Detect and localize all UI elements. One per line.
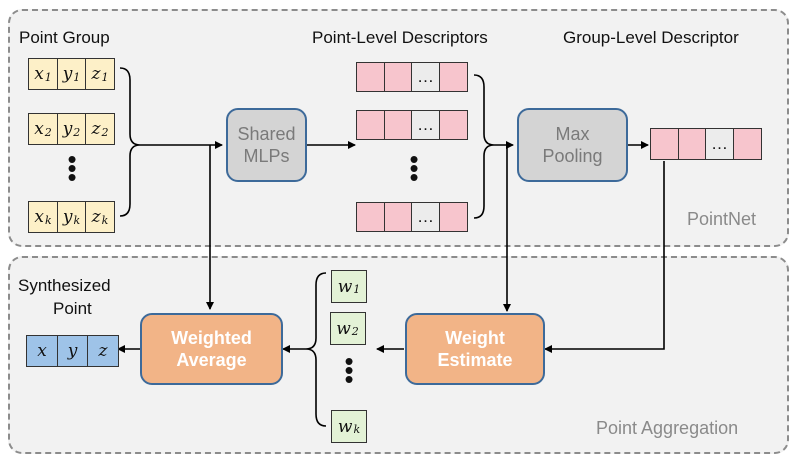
synth-z: z [87, 335, 119, 367]
descriptors-brace [473, 74, 495, 219]
descriptor-row-k: … [356, 202, 468, 232]
synthesized-point-label-line1: Synthesized [18, 276, 111, 295]
synthesized-point-label-line2: Point [53, 299, 92, 318]
synth-x: x [26, 335, 58, 367]
descriptor-cell [356, 202, 385, 232]
descriptor-ellipsis: … [411, 110, 440, 140]
max-pooling-line1: Max [555, 124, 590, 144]
shared-mlps-line2: MLPs [243, 146, 290, 166]
group-descriptor-cell [732, 128, 762, 160]
weighted-average-block: Weighted Average [140, 313, 283, 385]
descriptor-cell [356, 62, 385, 92]
descriptor-cell [438, 62, 468, 92]
descriptor-cell [383, 110, 413, 140]
arrow-group-descriptor-to-weight-estimate [544, 161, 665, 353]
weighted-average-line2: Average [176, 350, 247, 370]
point-aggregation-panel-label: Point Aggregation [596, 418, 739, 438]
weight-estimate-line1: Weight [445, 328, 505, 348]
weighted-average-line1: Weighted [171, 328, 252, 348]
group-descriptor-ellipsis: … [705, 128, 734, 160]
shared-mlps-line1: Shared [237, 124, 296, 144]
point-group-brace [119, 67, 141, 217]
max-pooling-line2: Pooling [542, 146, 603, 166]
descriptor-row-2: … [356, 110, 468, 140]
synth-y: y [56, 335, 89, 367]
descriptor-ellipsis: … [411, 62, 440, 92]
descriptor-cell [438, 110, 468, 140]
point-level-descriptors-label: Point-Level Descriptors [312, 28, 488, 47]
weights-ellipsis: ••• [344, 346, 354, 394]
point-group-ellipsis: ••• [67, 144, 77, 192]
group-descriptor: … [650, 128, 762, 160]
group-descriptor-cell [650, 128, 679, 160]
descriptor-cell [383, 202, 413, 232]
descriptor-ellipsis: … [411, 202, 440, 232]
point-aggregation-panel [8, 256, 789, 454]
synthesized-point: x y z [26, 335, 119, 367]
descriptor-ellipsis-vertical: ••• [409, 144, 419, 192]
descriptor-cell [438, 202, 468, 232]
group-level-descriptor-label: Group-Level Descriptor [563, 28, 739, 47]
descriptor-cell [356, 110, 385, 140]
group-descriptor-cell [677, 128, 707, 160]
shared-mlps-block: Shared MLPs [226, 108, 307, 182]
max-pooling-block: Max Pooling [517, 108, 628, 182]
pointnet-panel-label: PointNet [687, 209, 757, 229]
weights-brace [305, 272, 327, 427]
weight-estimate-line2: Estimate [437, 350, 513, 370]
weight-estimate-block: Weight Estimate [405, 313, 545, 385]
descriptor-row-1: … [356, 62, 468, 92]
descriptor-cell [383, 62, 413, 92]
point-group-label: Point Group [19, 28, 110, 47]
